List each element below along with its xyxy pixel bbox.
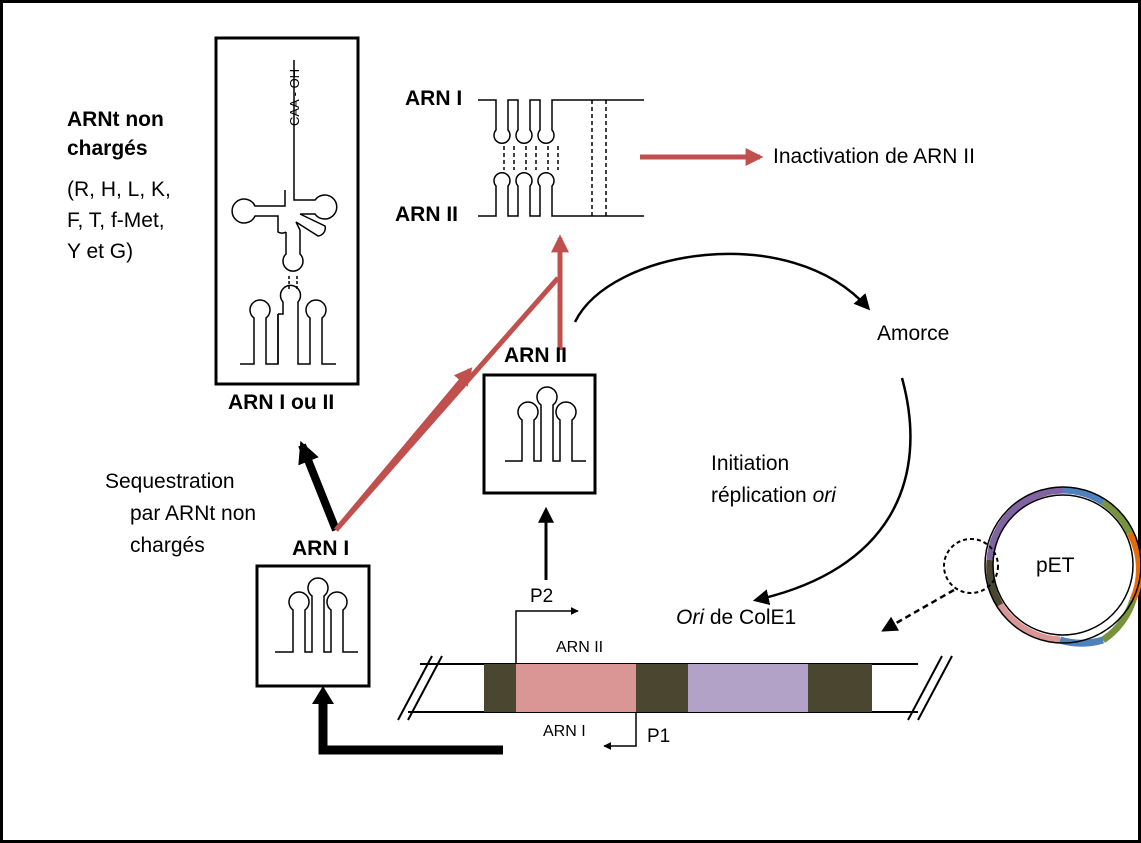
initiation-line1: Initiation bbox=[711, 452, 790, 475]
cca-label: CAA - OH bbox=[287, 68, 302, 126]
initiation-line2-ori: ori bbox=[812, 484, 836, 507]
initiation-line2-prefix: réplication bbox=[711, 484, 813, 507]
trna-icon bbox=[231, 60, 338, 365]
arnt-list-line2: F, T, f-Met, bbox=[67, 209, 165, 232]
p2-promoter bbox=[515, 607, 579, 664]
duplex-arn-ii-label: ARN II bbox=[395, 203, 458, 226]
arn-i-small-label: ARN I bbox=[543, 723, 586, 740]
pet-label: pET bbox=[1036, 554, 1075, 577]
p1-label: P1 bbox=[647, 726, 671, 747]
arn-i-arrowhead bbox=[312, 686, 334, 704]
arnt-list-line1: (R, H, L, K, bbox=[67, 178, 171, 201]
sequestration-arrow bbox=[298, 440, 340, 532]
sequestration-line2: par ARNt non bbox=[130, 502, 257, 525]
inactivation-label: Inactivation de ARN II bbox=[773, 145, 975, 168]
arn-ii-box-label: ARN II bbox=[504, 344, 567, 367]
trna-panel-box bbox=[214, 36, 360, 386]
sequestration-line3: chargés bbox=[130, 534, 205, 557]
sequestration-line1: Sequestration bbox=[105, 470, 235, 493]
duplex-arn-i-label: ARN I bbox=[405, 87, 463, 110]
red-arrow-mid bbox=[334, 367, 473, 532]
initiation-arrow bbox=[752, 377, 912, 606]
arn-i-transcript-arrow bbox=[318, 700, 503, 755]
ori-label-italic: Ori bbox=[676, 606, 704, 629]
arn-i-box-label: ARN I bbox=[292, 537, 350, 560]
arn-i-ou-ii-label: ARN I ou II bbox=[228, 391, 335, 414]
initiation-line2: réplication ori bbox=[711, 484, 836, 508]
plasmid-icon bbox=[984, 486, 1141, 647]
ori-dna-bar bbox=[397, 655, 953, 721]
arn-ii-box bbox=[482, 373, 597, 495]
zoom-arrow bbox=[881, 588, 955, 632]
p2-label: P2 bbox=[530, 586, 554, 607]
arn-ii-small-label: ARN II bbox=[556, 639, 604, 656]
ori-label-suffix: de ColE1 bbox=[704, 606, 797, 629]
arnt-list-line3: Y et G) bbox=[67, 240, 134, 263]
arn-i-box bbox=[255, 564, 371, 688]
hairpin-icon bbox=[505, 386, 586, 462]
arnt-title-line1: ARNt non bbox=[67, 108, 164, 131]
arnt-title-line2: chargés bbox=[67, 137, 148, 160]
amorce-label: Amorce bbox=[877, 322, 950, 345]
ori-label: Ori de ColE1 bbox=[676, 606, 796, 630]
hairpin-icon bbox=[275, 577, 358, 653]
ori-zoom-circle bbox=[943, 538, 999, 594]
amorce-arrow bbox=[573, 252, 871, 323]
p1-promoter bbox=[603, 712, 637, 750]
duplex-icon bbox=[478, 99, 644, 217]
